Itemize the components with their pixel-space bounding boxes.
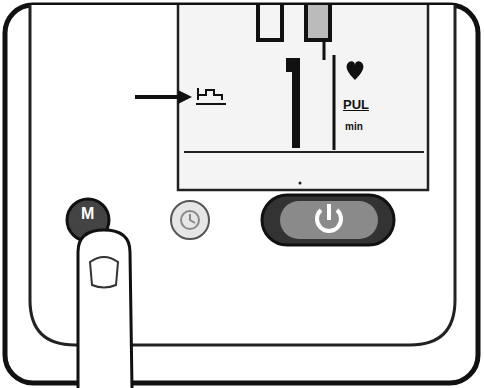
frame: [5, 5, 478, 383]
average-symbol: [196, 88, 226, 104]
button-label: M: [81, 206, 94, 222]
clock-button: [171, 201, 209, 239]
pulse-label: PUL: [343, 98, 369, 111]
finger: [78, 230, 132, 388]
dot: [299, 182, 302, 185]
fingernail: [90, 257, 118, 288]
segment: [323, 40, 326, 60]
power-icon: [327, 204, 331, 220]
segment: [306, 5, 330, 40]
lcd-display: [178, 5, 428, 190]
divider: [333, 55, 336, 150]
power-button-face: [280, 201, 378, 239]
power-button: [262, 195, 394, 245]
baseline: [184, 151, 424, 153]
digit-segment: [286, 58, 300, 148]
heart-icon: [347, 61, 364, 80]
clock-icon: [181, 211, 199, 229]
clock-icon: [190, 214, 195, 223]
segment: [258, 5, 282, 40]
arrowhead: [178, 90, 192, 104]
unit-label: min: [345, 122, 363, 132]
pointer-arrow: [135, 95, 180, 99]
